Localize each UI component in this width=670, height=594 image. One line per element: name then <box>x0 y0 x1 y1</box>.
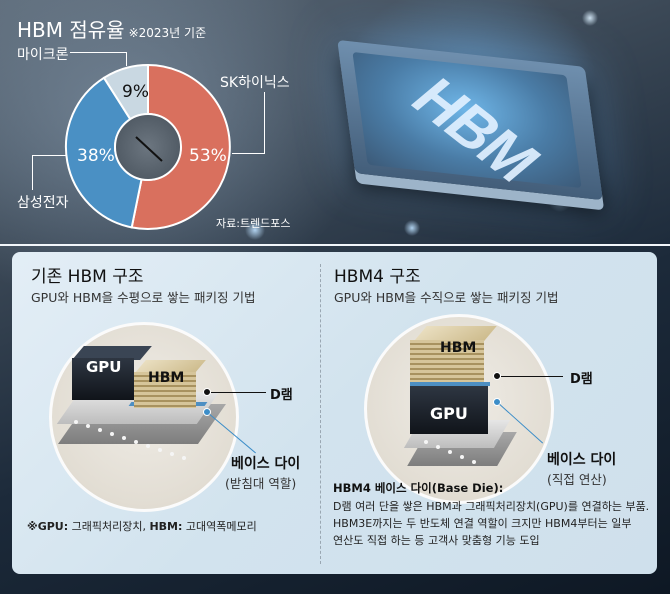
hbm4-gpu-label: GPU <box>430 404 468 423</box>
legacy-footnote: ※GPU: 그래픽처리장치, HBM: 고대역폭메모리 <box>27 520 257 533</box>
hbm4-dram-label: D램 <box>570 372 593 387</box>
dram-pointer-dot <box>203 388 211 396</box>
legacy-gpu-label: GPU <box>86 358 122 376</box>
dram-callout-line <box>211 392 266 393</box>
hbm4-base-die-desc-title: HBM4 베이스 다이(Base Die): <box>333 481 504 495</box>
hbm4-desc-line: HBM3E까지는 두 반도체 연결 역할이 크지만 HBM4부터는 일부 <box>333 517 632 530</box>
hbm4-title: HBM4 구조 <box>334 267 421 287</box>
hbm4-base-die-label: 베이스 다이 <box>547 452 617 468</box>
label-samsung: 삼성전자 <box>17 195 69 211</box>
hbm4-dram-callout-line <box>501 376 563 377</box>
chart-title-text: HBM 점유율 <box>17 18 125 42</box>
legacy-dram-label: D램 <box>270 388 293 403</box>
leader-micron <box>70 52 127 66</box>
label-sk-hynix: SK하이닉스 <box>220 75 290 91</box>
legacy-base-die-label: 베이스 다이 <box>231 456 301 472</box>
base-die-pointer-dot <box>203 408 211 416</box>
hbm4-subtitle: GPU와 HBM을 수직으로 쌓는 패키징 기법 <box>334 290 559 305</box>
pct-samsung: 38% <box>77 146 115 166</box>
label-micron: 마이크론 <box>17 47 69 63</box>
chart-title: HBM 점유율※2023년 기준 <box>17 14 206 43</box>
section-divider-line <box>0 244 670 246</box>
leader-sk-hynix <box>232 92 265 154</box>
hbm4-hbm-label: HBM <box>440 340 477 356</box>
legacy-hbm-title: 기존 HBM 구조 <box>31 267 144 287</box>
hbm4-base-die-pointer-dot <box>493 398 501 406</box>
hbm4-dram-pointer-dot <box>493 372 501 380</box>
panel-dashed-divider <box>320 264 321 564</box>
hbm-chip-photo: HBM <box>335 25 615 225</box>
chart-title-note: ※2023년 기준 <box>128 26 207 40</box>
pct-micron: 9% <box>122 82 149 102</box>
hbm-structure-panel: 기존 HBM 구조 GPU와 HBM을 수평으로 쌓는 패키징 기법 GPU H… <box>12 252 657 574</box>
legacy-base-die-role: (받침대 역할) <box>225 476 297 491</box>
hbm4-desc-line: 연산도 직접 하는 등 고객사 맞춤형 기능 도입 <box>333 534 540 547</box>
hbm4-desc-line: D램 여러 단을 쌓은 HBM과 그래픽처리장치(GPU)를 연결하는 부품. <box>333 500 650 513</box>
leader-samsung <box>32 155 67 190</box>
pct-sk-hynix: 53% <box>189 146 227 166</box>
hbm4-base-die-role: (직접 연산) <box>547 472 607 487</box>
market-share-donut-chart <box>64 63 231 230</box>
legacy-hbm-label: HBM <box>148 370 185 386</box>
chart-source: 자료:트렌드포스 <box>216 217 291 230</box>
legacy-hbm-subtitle: GPU와 HBM을 수평으로 쌓는 패키징 기법 <box>31 290 256 305</box>
